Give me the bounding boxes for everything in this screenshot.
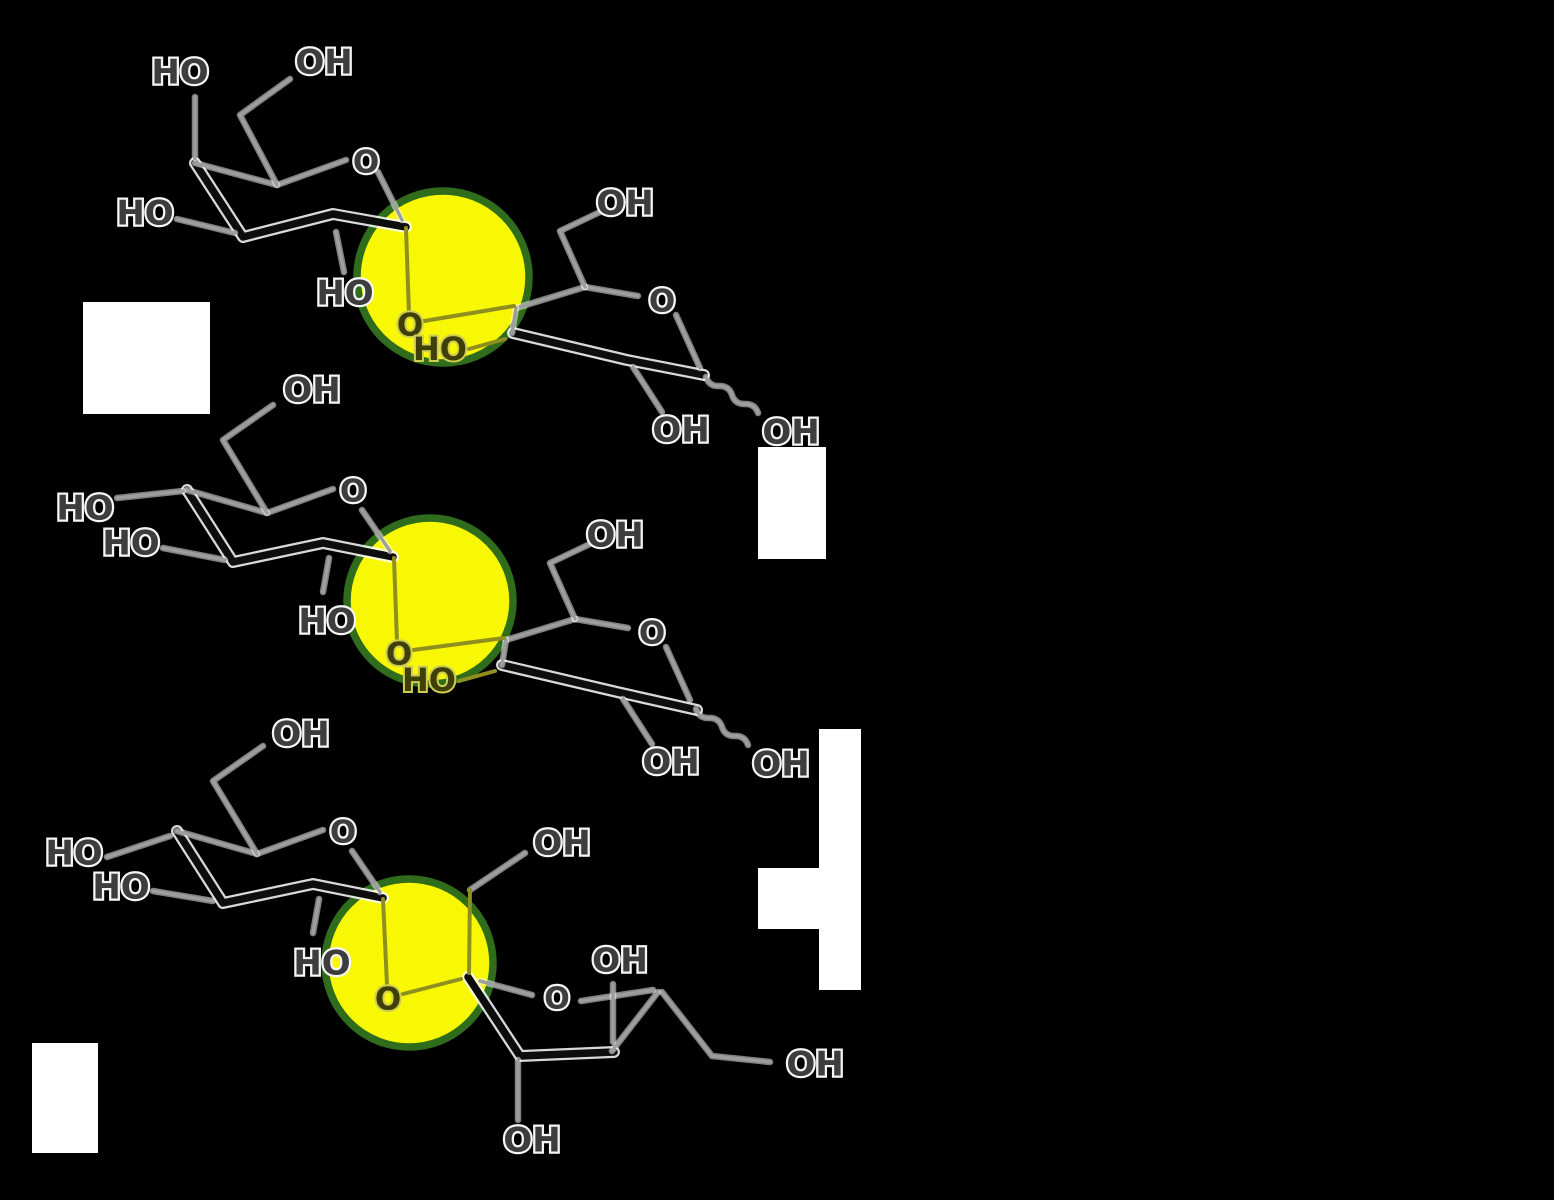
disaccharide-1-bond bbox=[238, 77, 292, 187]
disaccharide-2-bond bbox=[548, 542, 592, 621]
disaccharide-3-bond bbox=[610, 990, 660, 1053]
disaccharide-3-atom-label-HO: HO bbox=[293, 944, 350, 984]
disaccharide-1-atom-label-HO: HO bbox=[413, 330, 467, 368]
disaccharide-1-bold-bond bbox=[509, 329, 708, 379]
disaccharide-1-bond bbox=[558, 210, 602, 289]
disaccharide-3-bond bbox=[579, 988, 655, 1003]
disaccharide-2-atom-label-O: O bbox=[639, 616, 665, 652]
disaccharide-1-bond bbox=[674, 313, 702, 370]
disaccharide-2-wavy-bond bbox=[694, 707, 750, 747]
disaccharide-1-glycosidic-bond bbox=[467, 337, 507, 351]
disaccharide-2-atom-label-HO: HO bbox=[402, 661, 456, 699]
disaccharide-1-bond bbox=[510, 306, 518, 335]
glycosidic-bond-highlight-3 bbox=[321, 875, 497, 1051]
disaccharide-3-atom-label-OH: OH bbox=[592, 941, 648, 980]
disaccharide-3-atom-label-OH: OH bbox=[272, 715, 329, 755]
disaccharide-1-glycosidic-bond bbox=[404, 226, 411, 316]
disaccharide-1-bond bbox=[514, 285, 587, 310]
disaccharide-2-atom-label-O: O bbox=[386, 637, 412, 673]
disaccharide-3-bond bbox=[350, 849, 382, 894]
disaccharide-3-bond bbox=[151, 889, 215, 903]
disaccharide-2-glycosidic-bond bbox=[392, 556, 399, 644]
disaccharide-3-glycosidic-bond bbox=[467, 888, 472, 975]
disaccharide-3-atom-label-OH: OH bbox=[533, 824, 590, 864]
disaccharide-1-bond bbox=[583, 285, 640, 298]
disaccharide-2-bond bbox=[621, 697, 654, 746]
disaccharide-2-atom-label-HO: HO bbox=[102, 524, 159, 564]
disaccharide-2-atom-label-OH: OH bbox=[752, 745, 809, 785]
disaccharide-1-atom-label-O: O bbox=[397, 308, 423, 344]
disaccharide-3-bond bbox=[105, 834, 172, 859]
disaccharide-3-bold-bond bbox=[173, 827, 387, 907]
disaccharide-2-bold-bond bbox=[183, 486, 397, 566]
disaccharide-3-atom-label-OH: OH bbox=[786, 1045, 843, 1085]
disaccharide-2-bond bbox=[504, 617, 577, 642]
disaccharide-2-bold-bond bbox=[498, 661, 701, 714]
disaccharide-1-atom-label-HO: HO bbox=[116, 194, 173, 234]
disaccharide-1-atom-label-OH: OH bbox=[596, 184, 653, 224]
disaccharide-3-atom-label-HO: HO bbox=[45, 834, 102, 874]
disaccharide-1-atom-label-O: O bbox=[353, 145, 379, 181]
disaccharide-2-bond bbox=[115, 489, 185, 500]
disaccharide-2-atom-label-OH: OH bbox=[283, 371, 340, 411]
disaccharide-2-atom-label-OH: OH bbox=[642, 743, 699, 783]
disaccharide-1-wavy-bond bbox=[704, 375, 760, 415]
redaction-box-4 bbox=[758, 868, 820, 929]
disaccharide-3-bold-bond bbox=[464, 973, 618, 1060]
disaccharide-1-bond bbox=[631, 365, 664, 414]
disaccharide-3-bond bbox=[468, 851, 527, 892]
disaccharide-1-atom-label-OH: OH bbox=[295, 43, 352, 83]
disaccharide-3-atom-label-O: O bbox=[544, 982, 570, 1017]
disaccharide-1-atom-label-OH: OH bbox=[652, 411, 709, 451]
disaccharide-2-atom-label-HO: HO bbox=[56, 489, 113, 529]
disaccharide-2-glycosidic-bond bbox=[457, 669, 497, 683]
disaccharide-2-bond bbox=[221, 403, 275, 515]
redaction-box-5 bbox=[32, 1043, 98, 1153]
disaccharide-2-bond bbox=[664, 645, 692, 702]
disaccharide-3-atom-label-O: O bbox=[330, 815, 356, 851]
disaccharide-2-bond bbox=[161, 546, 227, 562]
glycosidic-bond-highlight-2 bbox=[343, 514, 517, 688]
redaction-box-1 bbox=[83, 302, 210, 414]
disaccharide-3-bond bbox=[211, 744, 265, 856]
disaccharide-1-atom-label-HO: HO bbox=[151, 53, 208, 93]
disaccharide-3-atom-label-O: O bbox=[375, 982, 401, 1018]
redaction-box-3 bbox=[819, 729, 861, 990]
disaccharide-2-atom-label-O: O bbox=[340, 474, 366, 510]
disaccharide-2-bond bbox=[360, 508, 392, 553]
disaccharide-3-bond bbox=[311, 897, 321, 935]
disaccharide-2-bond bbox=[573, 617, 630, 630]
disaccharide-1-bond bbox=[334, 230, 346, 274]
disaccharide-3-atom-label-HO: HO bbox=[92, 868, 149, 908]
redaction-box-2 bbox=[758, 447, 826, 559]
disaccharide-2-atom-label-HO: HO bbox=[298, 602, 355, 642]
disaccharide-3-glycosidic-bond bbox=[381, 897, 389, 987]
disaccharide-1-bond bbox=[376, 170, 404, 222]
disaccharide-1-atom-label-HO: HO bbox=[316, 274, 373, 314]
disaccharide-1-atom-label-OH: OH bbox=[762, 413, 819, 453]
disaccharide-3-bond bbox=[660, 990, 772, 1064]
disaccharide-3-atom-label-OH: OH bbox=[503, 1121, 560, 1161]
disaccharide-3-bond bbox=[478, 979, 534, 997]
disaccharide-2-glycosidic-bond bbox=[411, 636, 506, 652]
disaccharide-1-bond bbox=[175, 217, 237, 235]
glycosidic-bond-highlight-1 bbox=[353, 187, 533, 367]
disaccharide-1-bold-bond bbox=[191, 159, 410, 241]
disaccharide-2-bond bbox=[500, 638, 508, 667]
disaccharide-1-glycosidic-bond bbox=[422, 304, 516, 323]
disaccharide-2-bond bbox=[321, 556, 331, 594]
disaccharide-2-atom-label-OH: OH bbox=[586, 516, 643, 556]
disaccharide-3-glycosidic-bond bbox=[401, 977, 463, 996]
disaccharide-1-atom-label-O: O bbox=[649, 284, 675, 320]
